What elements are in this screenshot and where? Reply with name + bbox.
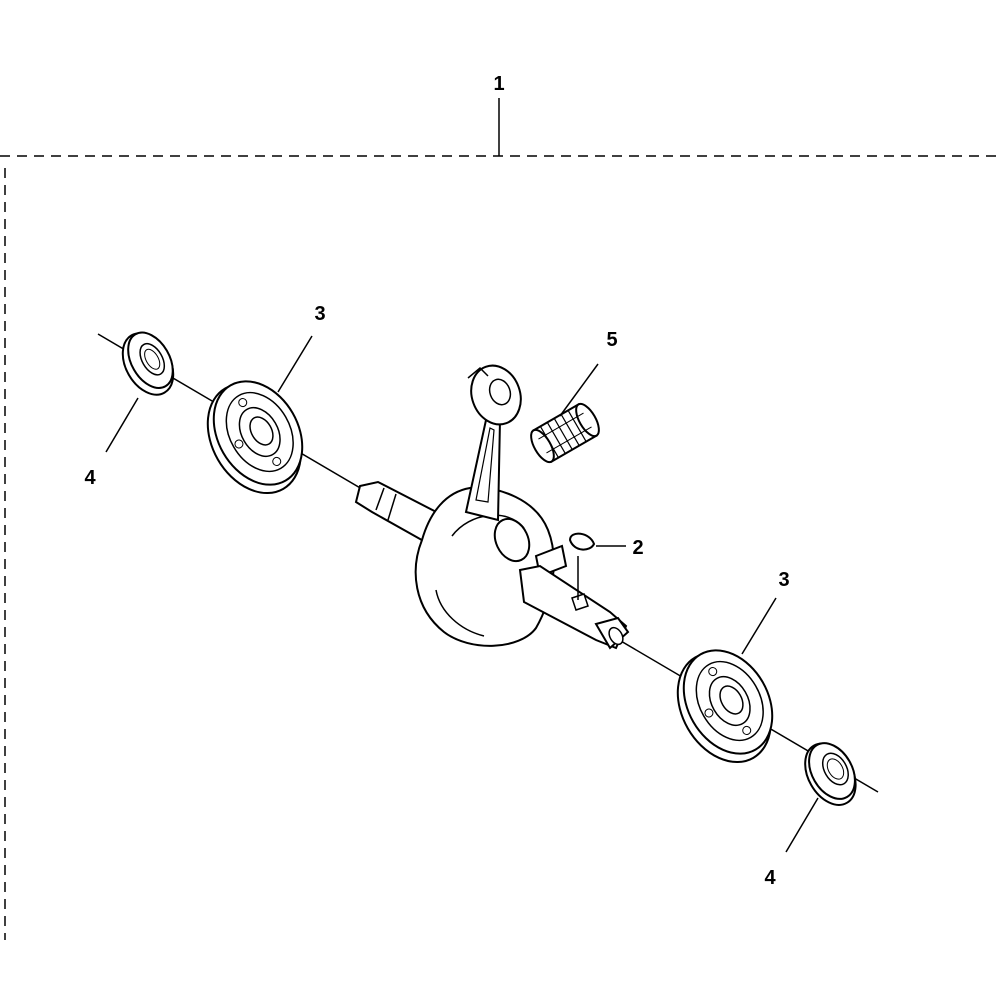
callout-3-right: 3 — [778, 569, 789, 591]
woodruff-key — [568, 532, 596, 600]
callout-5: 5 — [606, 329, 617, 351]
ball-bearing-left — [206, 380, 304, 495]
ball-bearing-right — [676, 649, 774, 764]
oil-seal-left — [121, 331, 175, 396]
leader-lines — [105, 335, 819, 853]
callout-4-right: 4 — [764, 867, 776, 889]
callout-2: 2 — [632, 537, 643, 559]
oil-seal-right — [804, 742, 857, 806]
crankshaft — [354, 480, 630, 650]
assembly-boundary — [0, 98, 1000, 940]
callout-1: 1 — [493, 73, 504, 95]
callout-4-left: 4 — [84, 467, 96, 489]
callout-3-left: 3 — [314, 303, 325, 325]
connecting-rod — [464, 364, 522, 522]
needle-bearing — [530, 402, 600, 464]
